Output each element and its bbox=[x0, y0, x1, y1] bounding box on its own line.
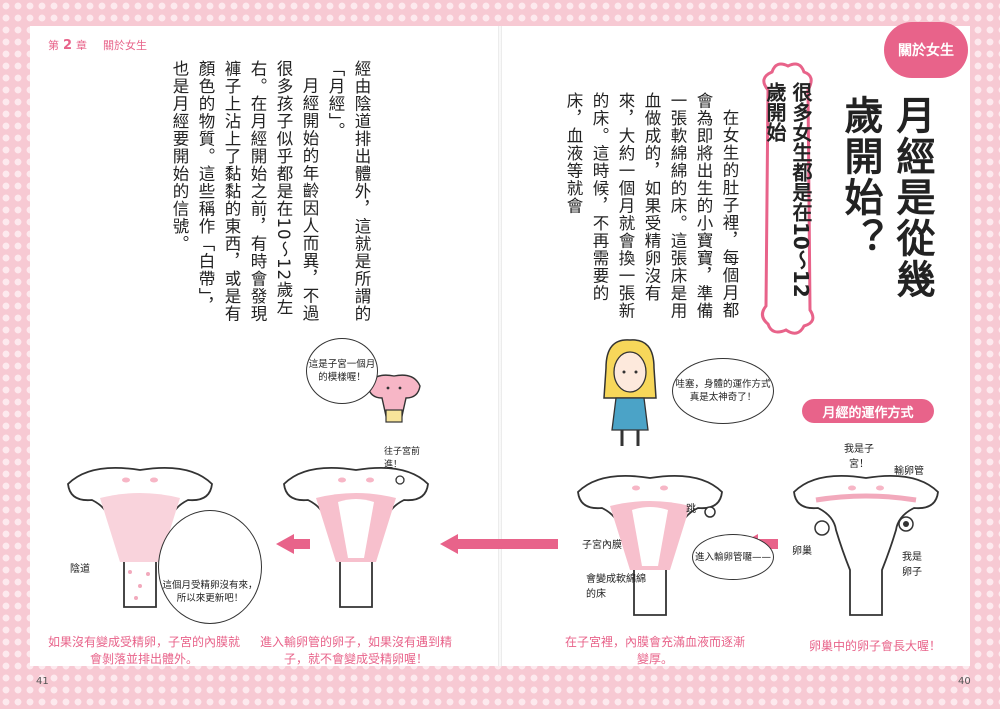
caption-step4: 如果沒有變成受精卵，子宮的內膜就會剝落並排出體外。 bbox=[47, 635, 240, 666]
section-label: 月經的運作方式 bbox=[802, 399, 934, 423]
body-text-right: 在女生的肚子裡，每個月都會為即將出生的小寶寶，準備一張軟綿綿的床。這張床是用血做… bbox=[564, 92, 739, 320]
arrow-left-2 bbox=[440, 534, 558, 554]
arrow-left-3 bbox=[276, 534, 310, 554]
speech-bubble-egg: 進入輸卵管囉—— bbox=[692, 534, 774, 580]
left-page bbox=[30, 26, 500, 666]
label-soft-bed: 會變成軟綿綿的床 bbox=[586, 574, 646, 600]
book-gutter bbox=[498, 26, 502, 666]
uterus-diagram-step1 bbox=[793, 475, 939, 616]
label-vagina: 陰道 bbox=[70, 564, 90, 575]
section-badge: 關於女生 bbox=[884, 22, 968, 78]
label-ovary: 卵巢 bbox=[792, 546, 812, 557]
subtitle: 很多女生都是在10～12歲開始 bbox=[763, 82, 813, 298]
label-to-uterus: 往子宮前進！ bbox=[384, 447, 421, 470]
uterus-character bbox=[367, 374, 421, 423]
label-fallopian: 輸卵管 bbox=[894, 466, 924, 477]
uterus-diagram-step3 bbox=[283, 467, 429, 608]
cloud-frame bbox=[761, 62, 815, 335]
caption-step2: 在子宮裡，內膜會充滿血液而逐漸變厚。 bbox=[564, 635, 745, 666]
caption-step1: 卵巢中的卵子會長大喔！ bbox=[808, 639, 941, 653]
page-number-left: 41 bbox=[36, 676, 49, 687]
uterus-diagram-step2 bbox=[577, 475, 723, 616]
label-uterus-self: 我是子宮！ bbox=[844, 444, 874, 470]
uterus-diagram-step4 bbox=[67, 467, 213, 608]
speech-bubble-cell: 這個月受精卵沒有來，所以來更新吧！ bbox=[158, 510, 262, 624]
speech-bubble-uterus: 這是子宮一個月的模樣喔！ bbox=[306, 338, 378, 404]
label-egg-self: 我是卵子 bbox=[902, 552, 922, 578]
caption-step3: 進入輸卵管的卵子，如果沒有遇到精子，就不會變成受精卵喔！ bbox=[259, 635, 452, 666]
girl-character bbox=[603, 339, 657, 446]
body-text-left: 經由陰道排出體外，這就是所謂的「月經」。 月經開始的年齡因人而異，不過很多孩子似… bbox=[170, 60, 371, 323]
speech-bubble-girl: 哇塞，身體的運作方式真是太神奇了！ bbox=[672, 358, 774, 424]
page-title: 月經是從幾歲開始？ bbox=[838, 95, 935, 300]
page-number-right: 40 bbox=[958, 676, 971, 687]
label-endometrium: 子宮內膜 bbox=[582, 540, 622, 551]
label-jump: 跳 bbox=[686, 504, 696, 515]
